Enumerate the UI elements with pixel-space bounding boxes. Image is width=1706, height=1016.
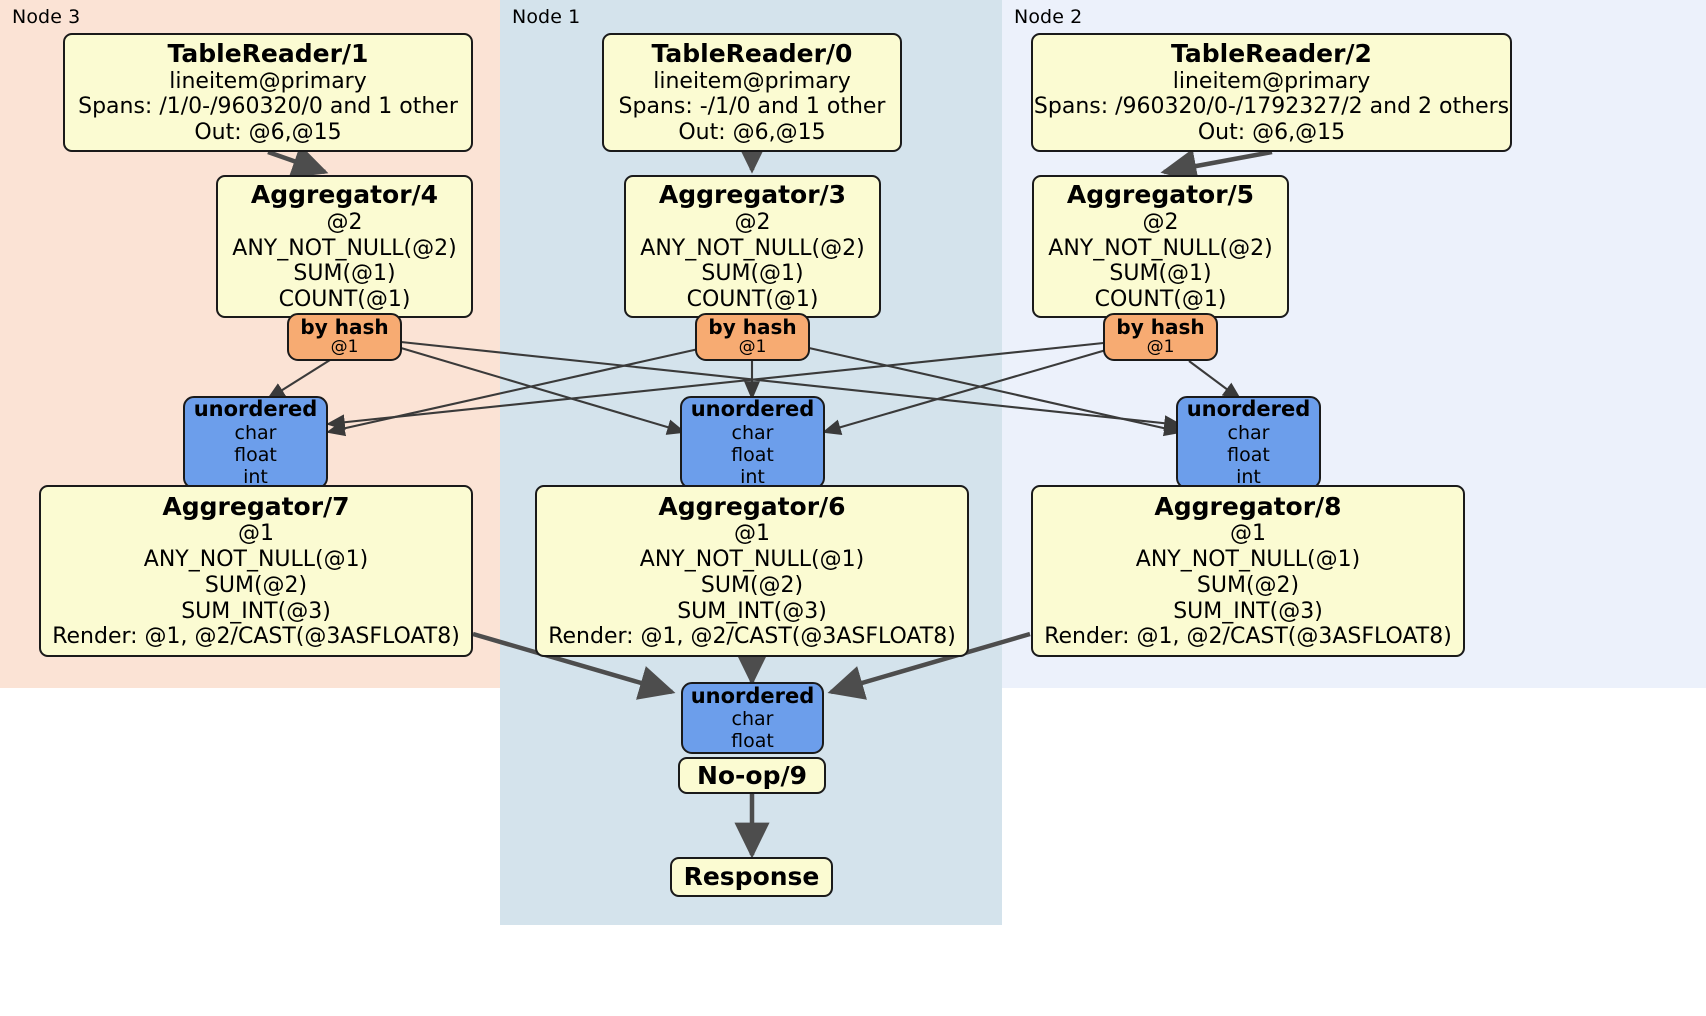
panel-node-2-label: Node 2: [1014, 6, 1083, 28]
table-reader-2-table: lineitem@primary: [1172, 68, 1371, 94]
receiver-unordered-8-type-2: float: [1227, 443, 1270, 466]
receiver-unordered-8-type-3: int: [1236, 465, 1261, 488]
table-reader-1-out: Out: @6,@15: [194, 120, 342, 146]
aggregator-8-func-3: SUM_INT(@3): [1173, 598, 1323, 624]
aggregator-6-func-1: ANY_NOT_NULL(@1): [639, 547, 865, 573]
receiver-unordered-6-type-2: float: [731, 443, 774, 466]
receiver-unordered-7-type-2: float: [234, 443, 277, 466]
table-reader-1-table: lineitem@primary: [169, 68, 367, 94]
table-reader-0-spans: Spans: -/1/0 and 1 other: [618, 94, 886, 120]
table-reader-2-out: Out: @6,@15: [1197, 120, 1346, 146]
aggregator-8-func-1: ANY_NOT_NULL(@1): [1135, 547, 1361, 573]
receiver-unordered-6[interactable]: unordered char float int: [680, 396, 825, 489]
aggregator-4-func-2: SUM(@1): [293, 261, 396, 287]
receiver-unordered-9-type-1: char: [731, 708, 774, 731]
receiver-unordered-6-type-3: int: [740, 465, 765, 488]
aggregator-5[interactable]: Aggregator/5 @2 ANY_NOT_NULL(@2) SUM(@1)…: [1032, 175, 1289, 318]
router-by-hash-5-title: by hash: [1116, 315, 1205, 340]
panel-node-1-label: Node 1: [512, 6, 581, 28]
aggregator-3-func-2: SUM(@1): [701, 261, 804, 287]
table-reader-0-title: TableReader/0: [651, 39, 853, 69]
aggregator-7-group: @1: [238, 521, 274, 547]
receiver-unordered-6-title: unordered: [690, 397, 815, 422]
aggregator-3-group: @2: [734, 209, 771, 235]
aggregator-7[interactable]: Aggregator/7 @1 ANY_NOT_NULL(@1) SUM(@2)…: [39, 485, 473, 657]
receiver-unordered-8-type-1: char: [1227, 421, 1270, 444]
aggregator-3-func-3: COUNT(@1): [686, 286, 819, 312]
router-by-hash-5[interactable]: by hash @1: [1103, 313, 1218, 361]
table-reader-0[interactable]: TableReader/0 lineitem@primary Spans: -/…: [602, 33, 902, 152]
receiver-unordered-8[interactable]: unordered char float int: [1176, 396, 1321, 489]
receiver-unordered-9[interactable]: unordered char float: [681, 682, 824, 754]
aggregator-4-func-1: ANY_NOT_NULL(@2): [232, 235, 457, 261]
aggregator-7-func-1: ANY_NOT_NULL(@1): [143, 547, 369, 573]
aggregator-6-func-2: SUM(@2): [700, 572, 804, 598]
aggregator-4-group: @2: [326, 209, 363, 235]
panel-node-3-label: Node 3: [12, 6, 81, 28]
aggregator-5-func-2: SUM(@1): [1109, 261, 1212, 287]
aggregator-4-title: Aggregator/4: [250, 180, 439, 210]
aggregator-8-group: @1: [1230, 521, 1266, 547]
aggregator-3[interactable]: Aggregator/3 @2 ANY_NOT_NULL(@2) SUM(@1)…: [624, 175, 881, 318]
aggregator-8[interactable]: Aggregator/8 @1 ANY_NOT_NULL(@1) SUM(@2)…: [1031, 485, 1465, 657]
aggregator-6-func-3: SUM_INT(@3): [677, 598, 827, 624]
aggregator-8-render: Render: @1, @2/CAST(@3ASFLOAT8): [1044, 624, 1452, 650]
router-by-hash-4[interactable]: by hash @1: [287, 313, 402, 361]
aggregator-6[interactable]: Aggregator/6 @1 ANY_NOT_NULL(@1) SUM(@2)…: [535, 485, 969, 657]
no-op-9[interactable]: No-op/9: [678, 757, 826, 794]
receiver-unordered-7[interactable]: unordered char float int: [183, 396, 328, 489]
receiver-unordered-8-title: unordered: [1186, 397, 1311, 422]
receiver-unordered-9-title: unordered: [690, 683, 815, 708]
aggregator-4[interactable]: Aggregator/4 @2 ANY_NOT_NULL(@2) SUM(@1)…: [216, 175, 473, 318]
aggregator-8-title: Aggregator/8: [1154, 491, 1342, 521]
response-node-title: Response: [683, 862, 820, 892]
aggregator-7-title: Aggregator/7: [162, 491, 350, 521]
router-by-hash-3-column: @1: [738, 337, 767, 358]
receiver-unordered-7-title: unordered: [193, 397, 318, 422]
aggregator-7-render: Render: @1, @2/CAST(@3ASFLOAT8): [52, 624, 460, 650]
table-reader-2-title: TableReader/2: [1171, 39, 1372, 69]
receiver-unordered-7-type-3: int: [243, 465, 268, 488]
table-reader-1-spans: Spans: /1/0-/960320/0 and 1 other: [78, 94, 458, 120]
response-node[interactable]: Response: [670, 857, 833, 897]
aggregator-3-title: Aggregator/3: [658, 180, 847, 210]
table-reader-1-title: TableReader/1: [167, 39, 369, 69]
table-reader-2-spans: Spans: /960320/0-/1792327/2 and 2 others: [1033, 94, 1510, 120]
aggregator-5-func-3: COUNT(@1): [1094, 286, 1227, 312]
router-by-hash-3[interactable]: by hash @1: [695, 313, 810, 361]
no-op-9-title: No-op/9: [696, 760, 808, 790]
aggregator-6-render: Render: @1, @2/CAST(@3ASFLOAT8): [548, 624, 956, 650]
receiver-unordered-7-type-1: char: [234, 421, 277, 444]
aggregator-8-func-2: SUM(@2): [1196, 572, 1300, 598]
router-by-hash-3-title: by hash: [708, 315, 797, 340]
aggregator-4-func-3: COUNT(@1): [278, 286, 411, 312]
table-reader-0-table: lineitem@primary: [653, 68, 851, 94]
aggregator-7-func-2: SUM(@2): [204, 572, 308, 598]
table-reader-1[interactable]: TableReader/1 lineitem@primary Spans: /1…: [63, 33, 473, 152]
router-by-hash-5-column: @1: [1146, 337, 1175, 358]
aggregator-7-func-3: SUM_INT(@3): [181, 598, 331, 624]
receiver-unordered-6-type-1: char: [731, 421, 774, 444]
aggregator-5-func-1: ANY_NOT_NULL(@2): [1048, 235, 1273, 261]
router-by-hash-4-title: by hash: [300, 315, 389, 340]
table-reader-0-out: Out: @6,@15: [678, 120, 826, 146]
router-by-hash-4-column: @1: [330, 337, 359, 358]
aggregator-6-title: Aggregator/6: [658, 491, 846, 521]
aggregator-5-group: @2: [1142, 209, 1179, 235]
table-reader-2[interactable]: TableReader/2 lineitem@primary Spans: /9…: [1031, 33, 1512, 152]
aggregator-6-group: @1: [734, 521, 770, 547]
aggregator-5-title: Aggregator/5: [1066, 180, 1255, 210]
aggregator-3-func-1: ANY_NOT_NULL(@2): [640, 235, 865, 261]
receiver-unordered-9-type-2: float: [731, 730, 774, 753]
